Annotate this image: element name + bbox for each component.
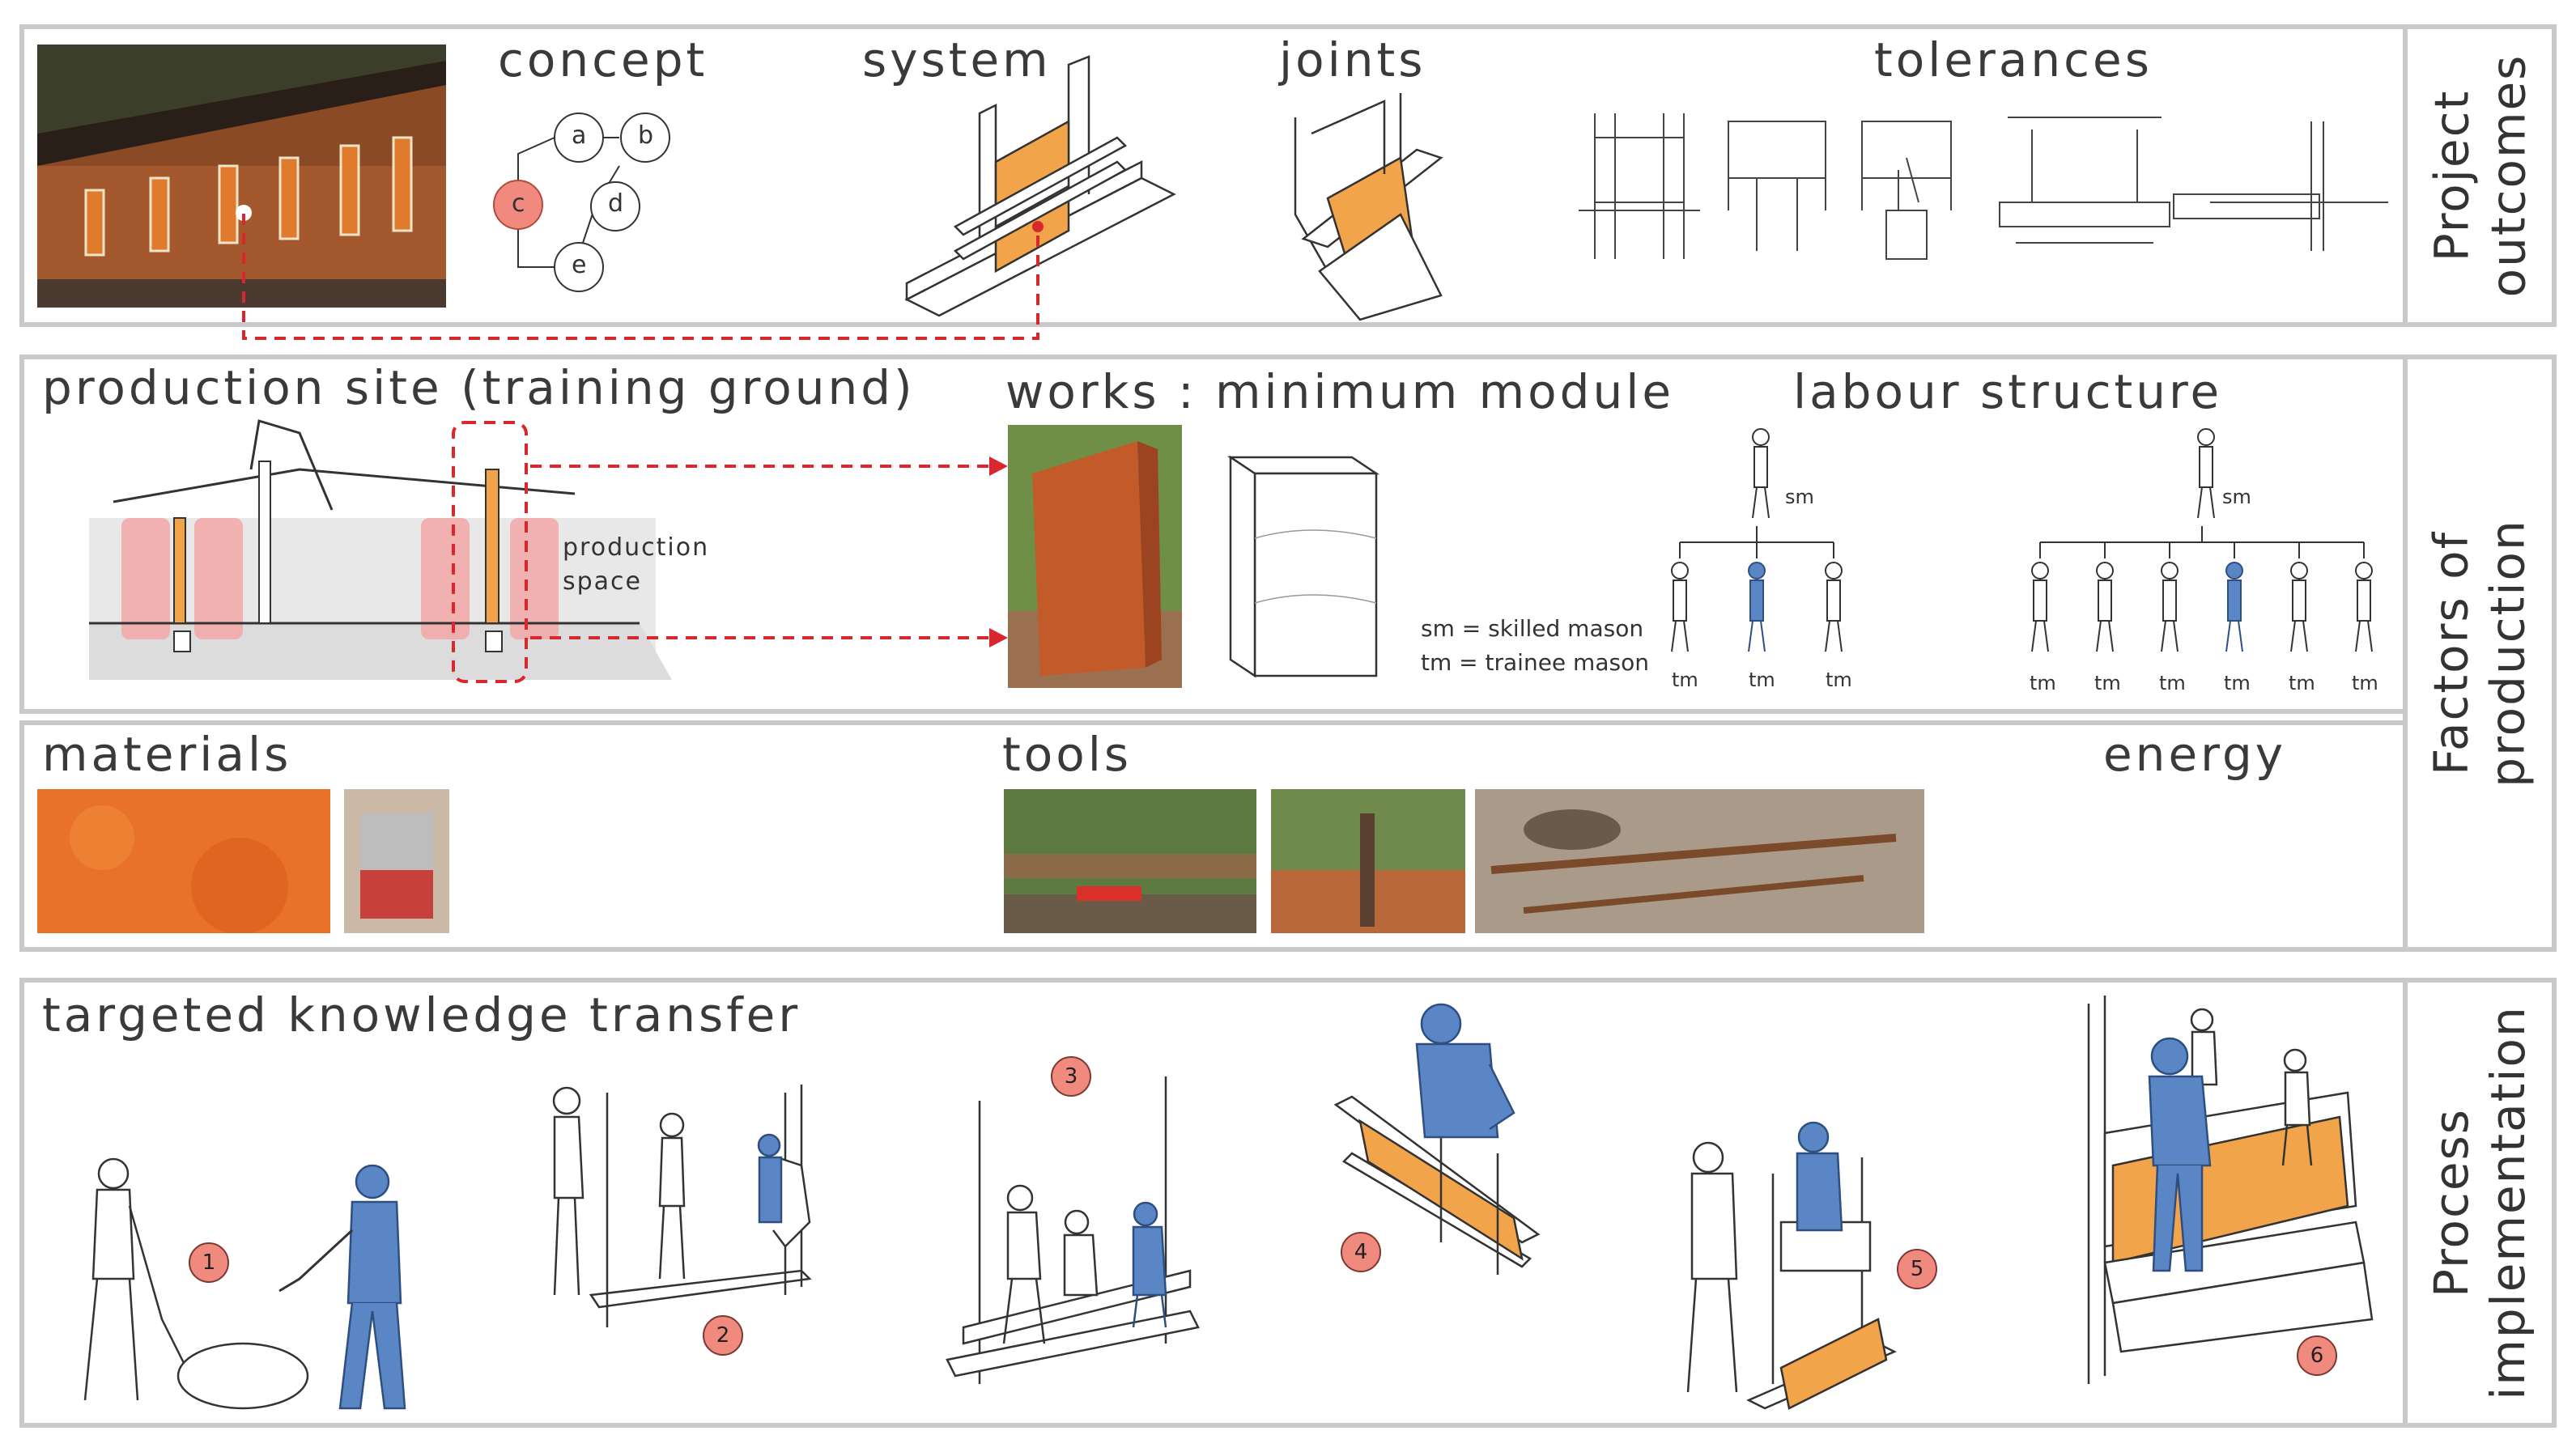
tolerances-sketches xyxy=(1579,113,2388,260)
concept-diagram xyxy=(493,113,670,292)
tools-photo-3 xyxy=(1475,789,1924,933)
outcomes-side-panel xyxy=(2403,24,2557,327)
labour-structure-small xyxy=(1671,428,1843,652)
production-site-section xyxy=(89,419,672,683)
concept-node-e-label: e xyxy=(572,251,587,279)
step-5-sketch xyxy=(1686,1121,1897,1410)
concept-node-c-label: c xyxy=(512,189,525,218)
heading-labour: labour structure xyxy=(1793,364,2223,419)
heading-knowledge-transfer: targeted knowledge transfer xyxy=(42,987,801,1042)
labour-tm-label-2c: tm xyxy=(2159,672,2186,694)
tools-photo-1 xyxy=(1004,789,1256,933)
step-3-sketch xyxy=(946,1076,1200,1384)
soil-sample-photo xyxy=(344,789,449,933)
concept-node-b-label: b xyxy=(638,121,654,150)
labour-tm-label-2b: tm xyxy=(2094,672,2121,694)
laterite-soil-photo xyxy=(37,789,330,933)
facade-marker-dot xyxy=(236,205,252,221)
labour-tm-label-2e: tm xyxy=(2289,672,2315,694)
heading-system: system xyxy=(862,32,1052,87)
labour-structure-large xyxy=(2031,428,2373,652)
labour-tm-label-1a: tm xyxy=(1672,669,1698,691)
tools-photo-2 xyxy=(1271,789,1465,933)
heading-energy: energy xyxy=(2103,727,2287,782)
joints-sketch xyxy=(1294,93,1443,321)
step-3-badge: 3 xyxy=(1051,1056,1091,1097)
labour-sm-label-1: sm xyxy=(1785,486,1814,508)
legend-sm: sm = skilled mason xyxy=(1421,615,1644,642)
labour-sm-label-2: sm xyxy=(2222,486,2251,508)
step-4-badge: 4 xyxy=(1341,1232,1381,1272)
rammed-earth-wall-photo xyxy=(1008,425,1182,688)
step-6-sketch xyxy=(2087,996,2374,1384)
concept-node-d-label: d xyxy=(608,189,624,218)
labour-tm-label-1c: tm xyxy=(1826,669,1852,691)
heading-works: works : minimum module xyxy=(1005,364,1675,419)
step-6-badge: 6 xyxy=(2297,1335,2337,1376)
concept-node-c xyxy=(493,180,543,230)
step-1-sketch xyxy=(83,1157,406,1410)
step-4-sketch xyxy=(1333,1003,1541,1275)
production-side-panel xyxy=(2403,355,2557,952)
labour-tm-label-2f: tm xyxy=(2352,672,2378,694)
process-side-panel xyxy=(2403,978,2557,1428)
heading-production-site: production site (training ground) xyxy=(42,360,916,415)
labour-tm-label-2d: tm xyxy=(2224,672,2251,694)
step-1-badge: 1 xyxy=(189,1242,229,1283)
heading-tools: tools xyxy=(1002,727,1133,782)
building-facade-photo xyxy=(37,45,446,308)
system-sketch xyxy=(904,55,1176,317)
step-2-sketch xyxy=(552,1085,812,1327)
concept-node-a-label: a xyxy=(572,121,587,150)
step-5-badge: 5 xyxy=(1897,1249,1937,1289)
heading-concept: concept xyxy=(498,32,708,87)
step-2-badge: 2 xyxy=(703,1315,743,1356)
heading-tolerances: tolerances xyxy=(1874,32,2153,87)
heading-materials: materials xyxy=(42,727,292,782)
heading-joints: joints xyxy=(1279,32,1426,87)
minimum-module-sketch xyxy=(1226,455,1380,678)
process-panel xyxy=(19,978,2408,1428)
labour-tm-label-1b: tm xyxy=(1749,669,1775,691)
labour-tm-label-2a: tm xyxy=(2030,672,2056,694)
legend-tm: tm = trainee mason xyxy=(1421,649,1649,676)
